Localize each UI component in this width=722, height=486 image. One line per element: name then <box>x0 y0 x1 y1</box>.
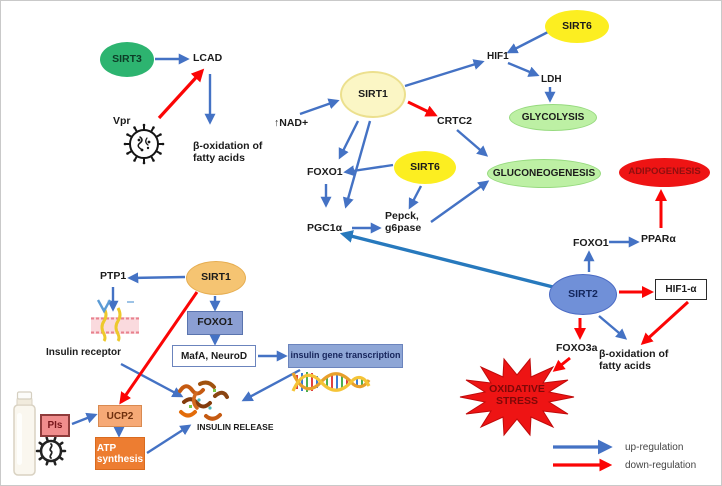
sirt2-pgc1a-arrow <box>339 230 562 291</box>
node-ldh: LDH <box>541 74 562 85</box>
node-foxo1-center: FOXO1 <box>307 166 343 178</box>
pill-bottle-icon <box>13 391 36 476</box>
node-ppar-alpha: PPARα <box>641 233 676 245</box>
node-crtc2: CRTC2 <box>437 115 473 127</box>
node-sirt6-mid: SIRT6 <box>394 151 456 184</box>
node-hif1-alpha: HIF1-α <box>655 279 707 300</box>
node-beta-oxidation-right: β-oxidation of fatty acids <box>599 348 669 373</box>
starburst-shape <box>459 357 575 437</box>
dna-helix-icon <box>291 372 371 392</box>
node-pepck-g6pase: Pepck, g6pase <box>385 210 422 235</box>
node-sirt3: SIRT3 <box>100 42 154 77</box>
node-pgc1a: PGC1α <box>307 222 343 234</box>
virus-icon <box>123 123 165 165</box>
legend-up-label: up-regulation <box>625 442 684 453</box>
node-hif1: HIF1 <box>487 51 509 62</box>
down-regulation-arrows <box>119 68 690 472</box>
node-insulin-gene-transcription: insulin gene transcription <box>288 344 403 368</box>
node-gluconeogenesis: GLUCONEOGENESIS <box>487 159 601 188</box>
node-vpr: Vpr <box>113 115 131 127</box>
node-sirt2: SIRT2 <box>549 274 617 315</box>
node-adipogenesis: ADIPOGENESIS <box>619 158 710 187</box>
node-foxo1-box: FOXO1 <box>187 311 243 335</box>
node-mafa-neurod: MafA, NeuroD <box>172 345 256 367</box>
up-regulation-arrows <box>71 30 640 455</box>
virus-icon <box>35 436 67 466</box>
node-pis: PIs <box>40 414 70 437</box>
node-atp-synthesis: ATP synthesis <box>95 437 145 470</box>
node-ucp2: UCP2 <box>98 405 142 427</box>
node-beta-oxidation-left: β-oxidation of fatty acids <box>193 140 263 165</box>
node-sirt1-top: SIRT1 <box>340 71 406 118</box>
node-ptp1: PTP1 <box>100 270 127 282</box>
insulin-receptor-icon <box>91 299 139 342</box>
node-glycolysis: GLYCOLYSIS <box>509 104 597 131</box>
node-lcad: LCAD <box>193 52 223 64</box>
node-foxo3a: FOXO3a <box>556 342 598 354</box>
node-foxo1-right: FOXO1 <box>573 237 609 249</box>
node-oxidative-stress: OXIDATIVE STRESS <box>489 383 545 408</box>
insulin-protein-icon <box>178 380 229 421</box>
node-nad: ↑NAD+ <box>274 117 309 129</box>
node-insulin-receptor-label: Insulin receptor <box>46 347 122 358</box>
node-insulin-release: INSULIN RELEASE <box>197 422 274 432</box>
legend-down-label: down-regulation <box>625 460 697 471</box>
node-sirt1-bottom: SIRT1 <box>186 261 246 295</box>
node-sirt6-top: SIRT6 <box>545 10 609 43</box>
